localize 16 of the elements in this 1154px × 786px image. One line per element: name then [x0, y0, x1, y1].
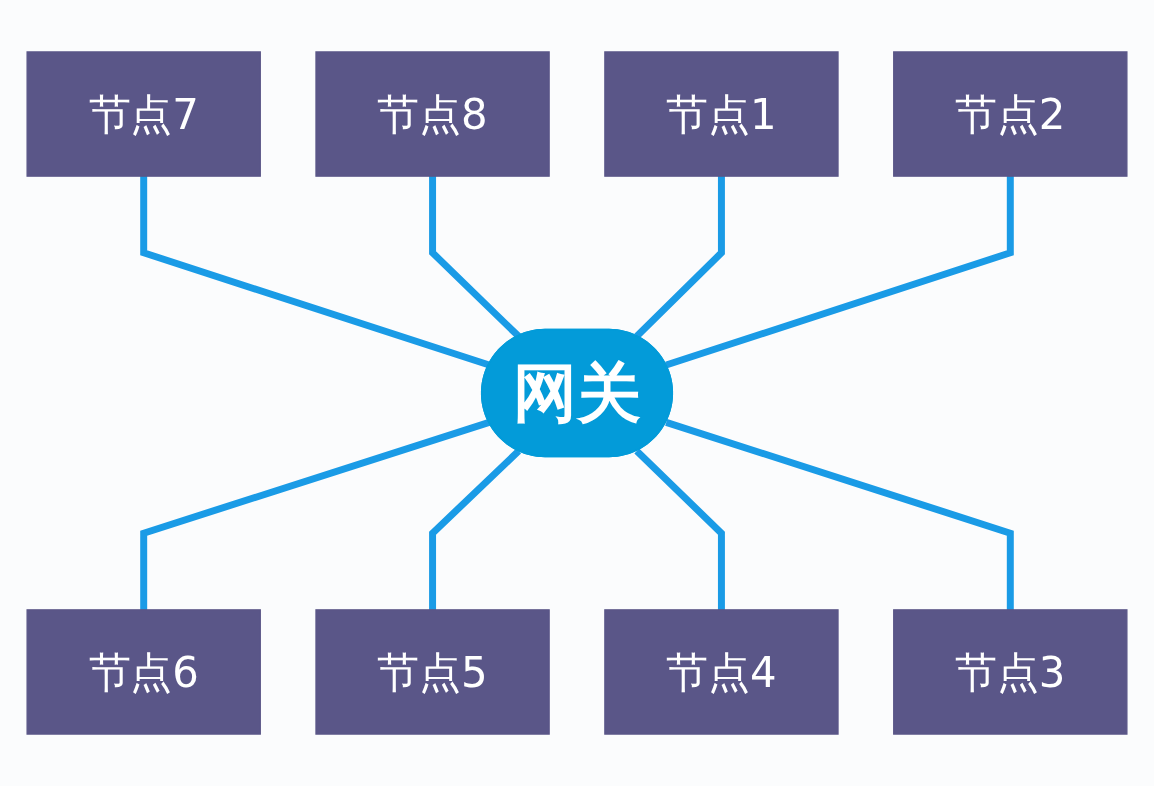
node-box: 节点7	[26, 51, 261, 177]
connector	[429, 448, 522, 610]
connector	[665, 176, 1014, 369]
node-box: 节点4	[604, 609, 839, 735]
connector	[429, 176, 522, 339]
node-box: 节点3	[893, 609, 1128, 735]
connector	[140, 419, 491, 610]
connector	[140, 176, 491, 369]
connector	[634, 176, 725, 339]
node-box: 节点8	[315, 51, 550, 177]
node-box: 节点1	[604, 51, 839, 177]
connector	[634, 448, 725, 610]
node-box: 节点2	[893, 51, 1128, 177]
connector	[665, 419, 1014, 610]
node-box: 节点6	[26, 609, 261, 735]
node-box: 节点5	[315, 609, 550, 735]
